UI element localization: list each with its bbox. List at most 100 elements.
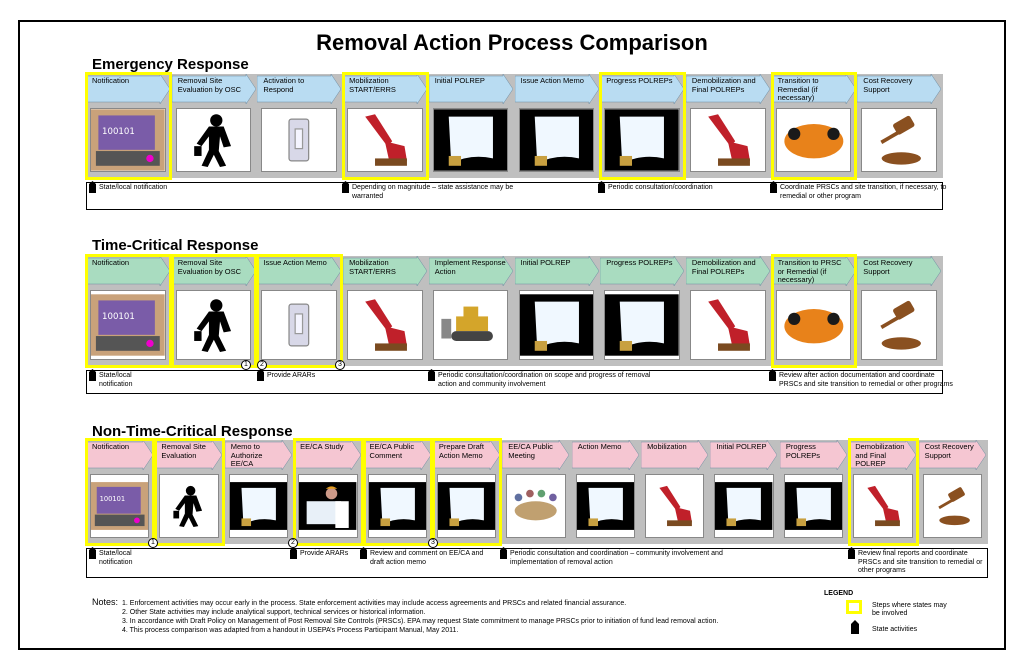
step-label: Notification — [92, 442, 130, 451]
state-activity-note: State/local notification — [99, 184, 168, 191]
footnote: 1. Enforcement activities may occur earl… — [122, 600, 627, 607]
step-label: Transition to PRSC or Remedial (if neces… — [777, 258, 842, 284]
state-activity-icon — [848, 547, 855, 559]
paper-icon — [432, 108, 509, 172]
step-label: Notification — [92, 76, 130, 85]
step-arrow: Cost Recovery Support — [857, 256, 942, 286]
process-step: Demobilization and Final POLREP — [849, 440, 918, 544]
step-label: EE/CA Study — [300, 442, 344, 451]
gavel-icon — [861, 108, 937, 172]
process-step: Cost Recovery Support — [857, 256, 943, 366]
step-arrow: Issue Action Memo — [514, 74, 599, 104]
handshake-icon — [775, 290, 852, 360]
meeting-icon — [506, 474, 566, 538]
step-arrow: Prepare Draft Action Memo — [432, 440, 500, 470]
legend-state-label: State activities — [872, 626, 918, 633]
legend-title: LEGEND — [824, 590, 854, 597]
legend: LEGEND Steps where states may be involve… — [820, 590, 960, 638]
notes-label: Notes: — [92, 597, 119, 607]
step-label: Memo to Authorize EE/CA — [230, 442, 263, 468]
step-label: Initial POLREP — [716, 442, 767, 451]
paper-icon — [783, 474, 844, 538]
process-step: Transition to PRSC or Remedial (if neces… — [771, 256, 858, 366]
step-label: Demobilization and Final POLREP — [855, 442, 905, 468]
process-step: Issue Action Memo — [514, 74, 601, 178]
step-label: Issue Action Memo — [520, 76, 584, 85]
diagram-frame — [18, 20, 1006, 650]
paper-icon — [714, 474, 774, 538]
process-step: Removal Site Evaluation — [155, 440, 224, 544]
step-label: Mobilization START/ERRS — [349, 258, 396, 276]
state-activity-icon — [769, 369, 776, 381]
state-activity-icon — [770, 181, 777, 193]
svg-text:100101: 100101 — [102, 312, 135, 322]
step-label: Mobilization START/ERRS — [349, 76, 396, 94]
excavator-icon — [347, 108, 423, 172]
step-label: Transition to Remedial (if necessary) — [777, 76, 819, 102]
state-activity-icon — [290, 547, 297, 559]
state-activity-note: Review after action documentation and co… — [779, 372, 953, 388]
step-label: Cost Recovery Support — [924, 442, 974, 460]
man-icon — [159, 474, 219, 538]
process-step: Demobilization and Final POLREPs — [685, 256, 772, 366]
state-activity-bar — [86, 370, 943, 394]
highlight-swatch-icon — [846, 600, 862, 614]
step-label: Removal Site Evaluation by OSC — [177, 76, 242, 94]
process-step: Initial POLREP — [710, 440, 779, 544]
state-activity-note: State/local notification — [99, 550, 133, 566]
step-arrow: Progress POLREPs — [600, 256, 685, 286]
process-step: Demobilization and Final POLREPs — [685, 74, 772, 178]
paper-icon — [367, 474, 427, 538]
state-activity-icon — [360, 547, 367, 559]
step-arrow: Progress POLREPs — [779, 440, 847, 470]
footnotes: 1. Enforcement activities may occur earl… — [122, 599, 718, 635]
process-step: Progress POLREPs — [600, 256, 686, 366]
step-arrow: Notification — [86, 440, 153, 470]
process-step: Progress POLREPs — [779, 440, 849, 544]
state-activity-bar — [86, 182, 943, 210]
step-arrow: Memo to Authorize EE/CA — [224, 440, 292, 470]
process-step: Mobilization START/ERRS — [343, 256, 429, 366]
step-arrow: Demobilization and Final POLREPs — [685, 256, 770, 286]
svg-text:100101: 100101 — [100, 495, 126, 503]
step-arrow: Removal Site Evaluation — [155, 440, 223, 470]
section-title-nontimecritical: Non-Time-Critical Response — [92, 423, 293, 440]
step-arrow: Mobilization — [641, 440, 709, 470]
footnote-marker: 1 — [148, 538, 158, 548]
step-label: Progress POLREPs — [606, 76, 673, 85]
step-label: Implement Response Action — [434, 258, 506, 276]
step-arrow: Implement Response Action — [428, 256, 513, 286]
state-activity-note: Provide ARARs — [300, 550, 349, 557]
process-step: Removal Site Evaluation by OSC — [171, 256, 258, 366]
legend-highlight-label: Steps where states may be involved — [872, 602, 947, 617]
switch-icon — [261, 290, 338, 360]
process-step: Initial POLREP — [514, 256, 601, 366]
step-arrow: Issue Action Memo — [257, 256, 342, 286]
process-step: Implement Response Action — [428, 256, 515, 366]
state-activity-icon — [500, 547, 507, 559]
paper-icon — [604, 290, 680, 360]
excavator-icon — [689, 108, 766, 172]
process-step: Progress POLREPs — [600, 74, 686, 178]
paper-icon — [518, 290, 595, 360]
state-activity-note: Periodic consultation/coordination — [608, 184, 713, 191]
state-activity-note: State/local notification — [99, 372, 133, 388]
step-label: EE/CA Public Meeting — [508, 442, 553, 460]
process-step: EE/CA Public Comment — [363, 440, 433, 544]
step-arrow: Mobilization START/ERRS — [343, 256, 428, 286]
process-step: Action Memo — [571, 440, 641, 544]
step-arrow: Mobilization START/ERRS — [343, 74, 428, 104]
paper-icon — [575, 474, 636, 538]
state-activity-icon — [598, 181, 605, 193]
process-step: Transition to Remedial (if necessary) — [771, 74, 858, 178]
process-step: Memo to Authorize EE/CA — [224, 440, 294, 544]
man-icon — [175, 108, 252, 172]
computer-icon: 100101 — [90, 474, 150, 538]
step-label: Removal Site Evaluation by OSC — [177, 258, 242, 276]
step-arrow: Removal Site Evaluation by OSC — [171, 256, 256, 286]
step-arrow: Removal Site Evaluation by OSC — [171, 74, 256, 104]
footnote-marker: 2 — [288, 538, 298, 548]
state-activity-note: Periodic consultation/coordination on sc… — [438, 372, 651, 388]
excavator-icon — [347, 290, 423, 360]
